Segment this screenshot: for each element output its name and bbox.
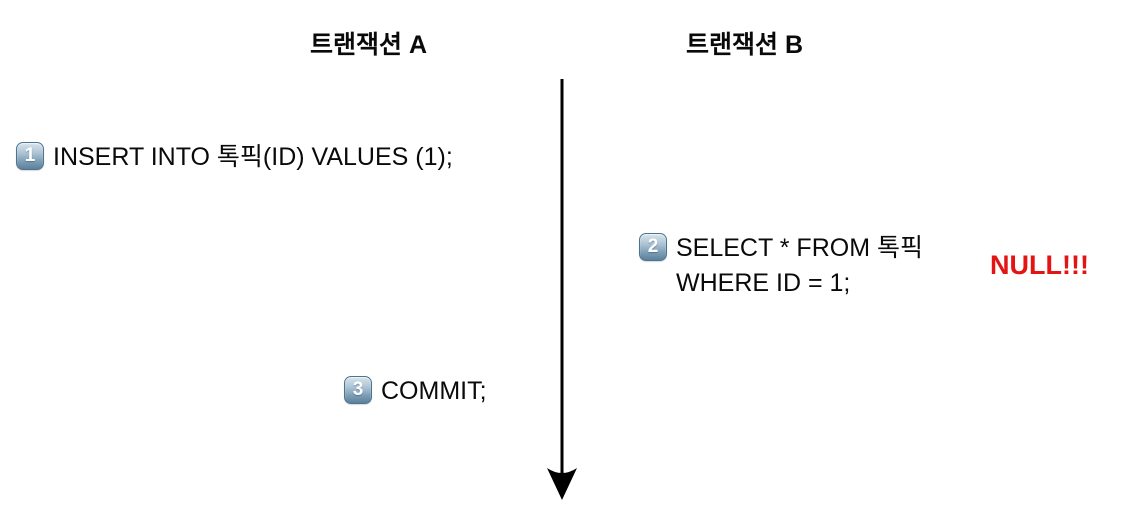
transaction-b-header: 트랜잭션 B (686, 31, 804, 59)
step-1-row: 1 INSERT INTO 톡픽(ID) VALUES (1); (16, 140, 453, 175)
step-2-statement-line1: SELECT * FROM 톡픽 (676, 234, 923, 262)
step-2-statement-line2: WHERE ID = 1; (676, 269, 851, 297)
step-3-statement: COMMIT; (381, 377, 487, 405)
step-2-row: 2 SELECT * FROM 톡픽 WHERE ID = 1; (639, 231, 923, 301)
step-1-statement: INSERT INTO 톡픽(ID) VALUES (1); (53, 143, 453, 171)
keycap-1-icon: 1 (16, 142, 44, 170)
step-3-row: 3 COMMIT; (344, 374, 487, 409)
null-result-annotation: NULL!!! (990, 250, 1089, 280)
transaction-a-header: 트랜잭션 A (310, 31, 428, 59)
keycap-3-icon: 3 (344, 376, 372, 404)
keycap-2-icon: 2 (639, 233, 667, 261)
